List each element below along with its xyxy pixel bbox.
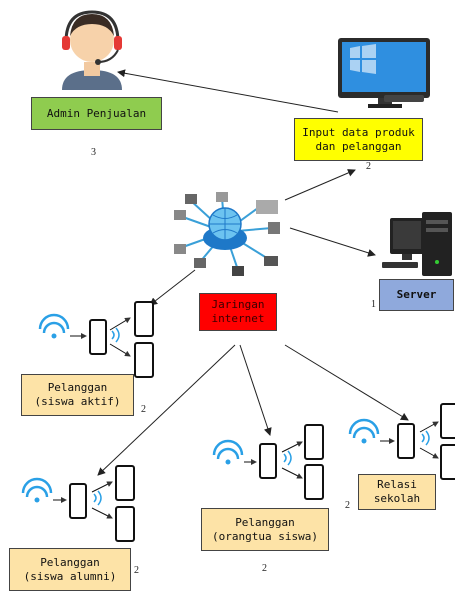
siswa-alumni-number: 2 — [134, 565, 139, 576]
smartphone-icon — [89, 319, 107, 355]
jaringan-internet-box: Jaringan internet — [199, 293, 277, 331]
smartphone-icon — [134, 301, 154, 337]
smartphone-icon — [115, 465, 135, 501]
input-number: 2 — [366, 161, 371, 172]
client-group-relasi — [348, 403, 455, 480]
arrow-internet-to-siswa-alumni — [97, 344, 236, 476]
wifi-icon — [348, 418, 380, 439]
admin-penjualan-box: Admin Penjualan — [31, 97, 162, 130]
client-group-siswa-aktif — [38, 301, 154, 378]
desktop-computer-icon — [338, 38, 430, 108]
smartphone-icon — [134, 342, 154, 378]
smartphone-icon — [304, 464, 324, 500]
server-box: Server — [379, 279, 454, 311]
arrow-hub-to-input — [284, 169, 356, 201]
smartphone-icon — [397, 423, 415, 459]
admin-number: 3 — [91, 147, 96, 158]
arrow-input-to-admin — [117, 69, 339, 113]
siswa-alumni-box: Pelanggan (siswa alumni) — [9, 548, 131, 591]
siswa-aktif-number: 2 — [141, 404, 146, 415]
wifi-icon — [21, 477, 53, 498]
server-computer-icon — [382, 212, 452, 276]
orangtua-box: Pelanggan (orangtua siswa) — [201, 508, 329, 551]
client-group-siswa-alumni — [21, 465, 135, 542]
wifi-icon — [212, 439, 244, 460]
arrow-internet-to-orangtua — [239, 344, 272, 436]
input-data-box: Input data produk dan pelanggan — [294, 118, 423, 161]
relasi-sekolah-box: Relasi sekolah — [358, 474, 436, 510]
wifi-icon — [38, 313, 70, 334]
smartphone-icon — [440, 403, 455, 439]
connectors — [97, 69, 409, 476]
smartphone-icon — [69, 483, 87, 519]
siswa-aktif-box: Pelanggan (siswa aktif) — [21, 374, 134, 416]
admin-headset-icon — [62, 10, 122, 90]
smartphone-icon — [304, 424, 324, 460]
relasi-number: 2 — [345, 500, 350, 511]
server-number: 1 — [371, 299, 376, 310]
arrow-hub-to-server — [289, 227, 376, 257]
network-hub-icon — [174, 192, 280, 276]
smartphone-icon — [115, 506, 135, 542]
arrow-internet-to-relasi — [284, 344, 409, 421]
client-group-orangtua — [212, 424, 324, 500]
smartphone-icon — [440, 444, 455, 480]
arrow-hub-to-siswa-aktif — [149, 269, 196, 306]
orangtua-number: 2 — [262, 563, 267, 574]
smartphone-icon — [259, 443, 277, 479]
